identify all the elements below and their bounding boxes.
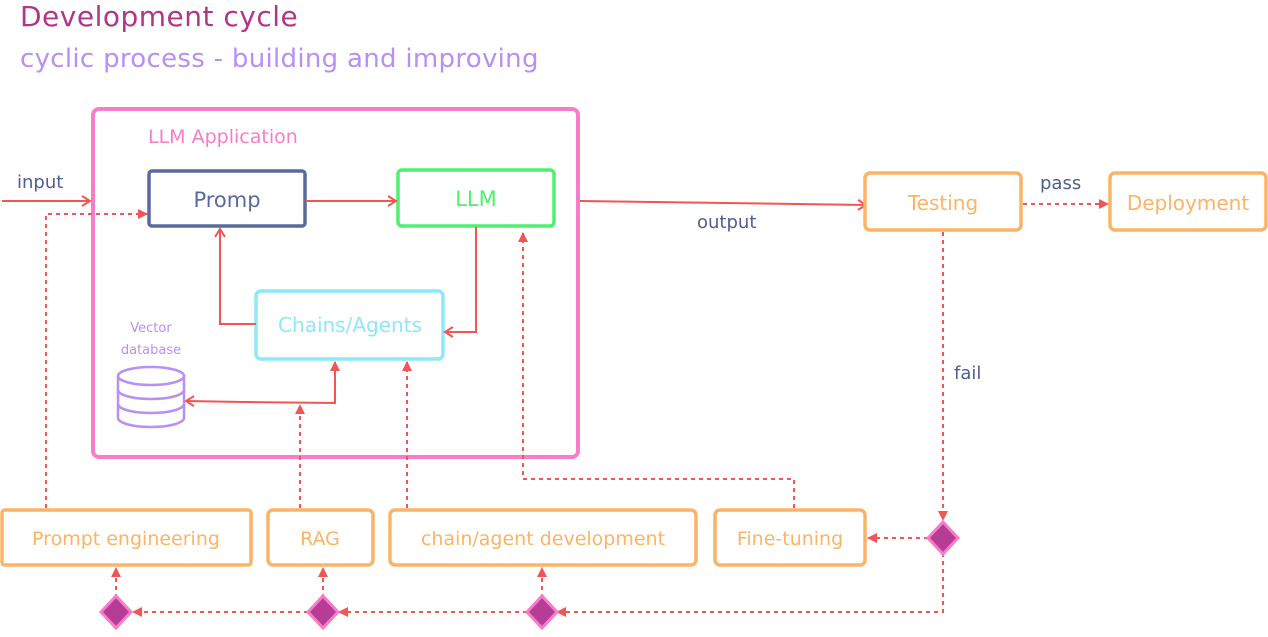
output-label: output: [697, 212, 756, 233]
decision-diamond-fail: [925, 519, 961, 557]
decision-diamond-rag: [305, 593, 341, 631]
decision-diamond-prompt-eng: [98, 593, 134, 631]
llm-node[interactable]: LLM: [396, 168, 556, 228]
rag-node[interactable]: RAG: [266, 508, 375, 567]
fail-label: fail: [954, 363, 981, 384]
arrow-chains-to-vectordb: [184, 362, 336, 407]
llm-application-label: LLM Application: [148, 126, 298, 148]
arrow-output: [579, 199, 868, 211]
vector-db-label-1: Vector: [130, 321, 172, 336]
prompt-engineering-node[interactable]: Prompt engineering: [0, 508, 253, 567]
chain-agent-development-node[interactable]: chain/agent development: [388, 508, 698, 567]
deployment-node[interactable]: Deployment: [1108, 171, 1268, 232]
arrow-llm-to-chains: [443, 227, 477, 338]
database-icon: [116, 365, 186, 429]
chains-agents-label: Chains/Agents: [278, 313, 422, 337]
testing-label: Testing: [907, 191, 978, 215]
arrowhead-chains-up: [330, 361, 340, 371]
arrow-fine-tuning-to-llm: [518, 232, 795, 508]
llm-label: LLM: [455, 187, 497, 211]
chain-agent-development-label: chain/agent development: [421, 528, 665, 550]
prompt-label: Promp: [193, 188, 260, 212]
prompt-node[interactable]: Promp: [147, 169, 307, 228]
fine-tuning-label: Fine-tuning: [737, 528, 843, 550]
deployment-label: Deployment: [1127, 191, 1249, 215]
diagram-title: Development cycle: [20, 0, 299, 33]
vector-db-label-2: database: [121, 343, 181, 358]
arrow-chains-to-prompt: [214, 227, 256, 325]
fine-tuning-node[interactable]: Fine-tuning: [713, 508, 867, 567]
chains-agents-node[interactable]: Chains/Agents: [254, 289, 445, 361]
prompt-engineering-label: Prompt engineering: [32, 528, 220, 550]
pass-label: pass: [1040, 173, 1081, 194]
input-label: input: [17, 172, 63, 193]
llm-application-container: [91, 107, 580, 459]
decision-diamond-chain-dev: [524, 593, 560, 631]
arrow-diamond-to-chain-dev-diamond: [556, 553, 944, 617]
vector-database: Vector database: [116, 321, 186, 429]
diagram-subtitle: cyclic process - building and improving: [20, 44, 539, 74]
rag-label: RAG: [300, 528, 340, 550]
arrow-prompt-eng-to-prompt: [45, 209, 148, 508]
testing-node[interactable]: Testing: [863, 171, 1023, 232]
